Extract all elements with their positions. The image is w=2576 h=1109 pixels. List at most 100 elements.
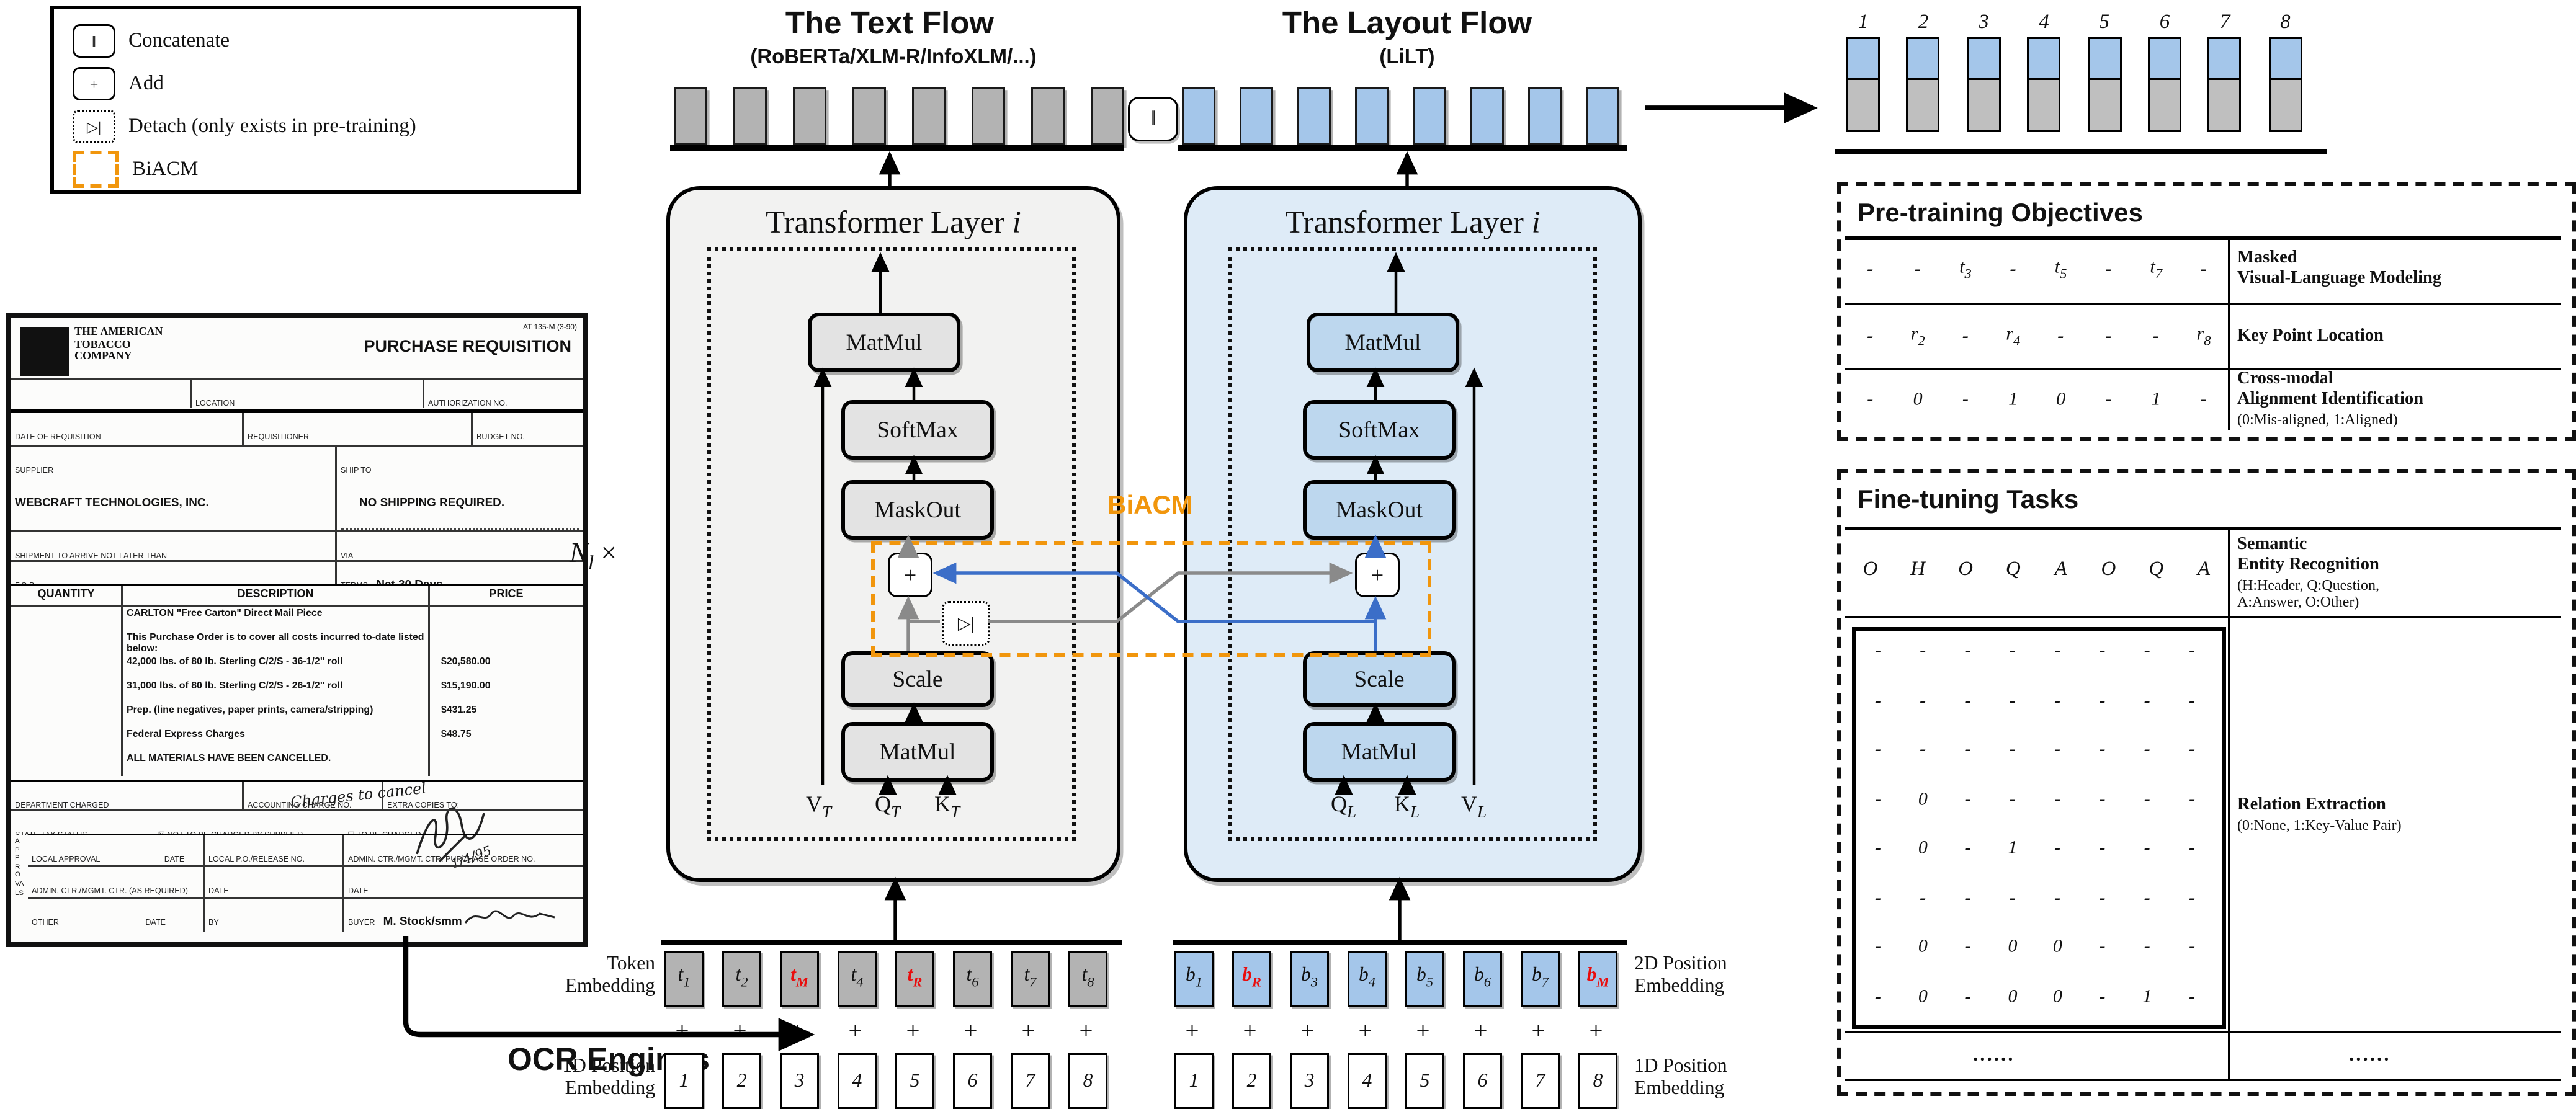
document-image: AT 135-M (3-90)THE AMERICAN TOBACCO COMP… xyxy=(6,313,588,947)
relation-matrix-cell: - xyxy=(2054,789,2061,810)
layout-hidden-state-bar xyxy=(1413,87,1446,145)
biacm-dashed-box xyxy=(871,541,1431,657)
pretraining-cell: - xyxy=(2200,390,2207,411)
document-field: STATE TAX STATUS☒ NOT TO BE CHARGED BY S… xyxy=(11,809,583,835)
relation-matrix-cell: - xyxy=(2099,641,2106,662)
document-field xyxy=(430,752,583,776)
pretraining-objectives-panel: Pre-training Objectives xyxy=(1837,182,2576,441)
text-input-label: KT xyxy=(934,791,960,822)
token-embedding-cell: t4 xyxy=(838,951,877,1007)
document-field: BY xyxy=(208,917,219,927)
2d-position-embedding-cell: bR xyxy=(1232,951,1271,1007)
document-field: SHIP TO xyxy=(341,465,372,474)
2d-position-embedding-cell: b6 xyxy=(1463,951,1502,1007)
company-logo xyxy=(20,327,69,376)
document-field: SHIPMENT TO ARRIVE NOT LATER THAN xyxy=(15,551,168,560)
pretraining-cell: - xyxy=(2057,326,2064,347)
document-field xyxy=(11,607,123,631)
output-stack-text-part xyxy=(1907,80,1941,132)
relation-matrix-cell: - xyxy=(1964,690,1971,711)
ellipsis-left: ...... xyxy=(1973,1044,2015,1066)
layout-hidden-state-bar xyxy=(1182,87,1215,145)
ser-tag-cell: H xyxy=(1910,558,1926,581)
layout-hidden-state-bar xyxy=(1470,87,1504,145)
pretraining-label-line: (0:Mis-aligned, 1:Aligned) xyxy=(2237,410,2398,427)
document-field: BUYER xyxy=(348,917,375,927)
pretraining-label-line: Alignment Identification xyxy=(2237,390,2424,409)
ser-label-line: A:Answer, O:Other) xyxy=(2237,594,2359,610)
document-field: CARLTON "Free Carton" Direct Mail Piece xyxy=(123,607,430,631)
2d-position-embedding-cell: b5 xyxy=(1405,951,1444,1007)
embedding-add-sign: + xyxy=(1243,1016,1257,1044)
layout-input-label: QL xyxy=(1331,791,1357,822)
finetuning-bottom-rule xyxy=(1845,1031,2561,1034)
relation-extraction-label: Relation Extraction(0:None, 1:Key-Value … xyxy=(2237,796,2565,834)
legend-item: +Add xyxy=(73,65,164,102)
document-field: TERMS Net 30 Days xyxy=(337,562,583,586)
document-field: SHIPMENT TO ARRIVE NOT LATER THANNO SHIP… xyxy=(11,532,337,562)
legend-item-label: Detach (only exists in pre-training) xyxy=(128,115,416,138)
relation-matrix-cell: - xyxy=(1875,986,1882,1007)
legend-item: BiACM xyxy=(73,151,198,188)
1d-position-cell: 7 xyxy=(1521,1053,1560,1109)
ser-tag-cell: A xyxy=(2054,558,2067,581)
re-label-line: Relation Extraction xyxy=(2237,796,2386,815)
text-hidden-state-bar xyxy=(674,87,707,145)
text-flow-title: The Text Flow xyxy=(785,6,995,41)
document-field: PRICE xyxy=(489,590,524,601)
output-stack-layout-part xyxy=(1907,37,1941,80)
relation-matrix-cell: 1 xyxy=(2008,839,2018,860)
relation-matrix-cell: - xyxy=(1875,937,1882,958)
relation-matrix-cell: - xyxy=(2144,690,2150,711)
embedding-add-sign: + xyxy=(1531,1016,1545,1044)
1d-position-cell: 1 xyxy=(664,1053,704,1109)
pretraining-cell: - xyxy=(2105,390,2112,411)
text-softmax-block: SoftMax xyxy=(841,400,994,460)
relation-matrix-cell: - xyxy=(1920,641,1926,662)
pretraining-cell: r8 xyxy=(2196,324,2211,349)
document-field: LOCATIONSTAMFORD, CTAUTHORIZATION NO. xyxy=(11,378,583,408)
2d-position-embedding-cell: b7 xyxy=(1521,951,1560,1007)
token-embedding-cell: t6 xyxy=(953,951,992,1007)
text-input-label: QT xyxy=(875,791,901,822)
relation-matrix-cell: - xyxy=(2189,789,2196,810)
finetuning-col-divider xyxy=(2228,527,2230,1081)
relation-matrix-cell: 0 xyxy=(2008,937,2018,958)
pretraining-cell: 0 xyxy=(2056,390,2066,411)
output-stack-layout-part xyxy=(2087,37,2121,80)
pretraining-col-divider xyxy=(2228,236,2230,430)
2d-position-embedding-cell: bM xyxy=(1578,951,1617,1007)
layout-hidden-state-bar xyxy=(1528,87,1562,145)
document-field: DEPARTMENT CHARGEDBrand Operations xyxy=(11,782,244,811)
document-field: F.O.B. xyxy=(11,562,337,586)
embedding-add-sign: + xyxy=(1416,1016,1430,1044)
relation-matrix-cell: - xyxy=(1964,789,1971,810)
document-field: OTHER DATE xyxy=(28,899,205,932)
document-field: NO SHIPPING REQUIRED. xyxy=(359,497,505,510)
document-field: SUPPLIER xyxy=(15,465,54,474)
relation-matrix-cell: - xyxy=(2099,740,2106,761)
document-field: ADMIN. CTR./MGMT. CTR. PURCHASE ORDER NO… xyxy=(344,835,583,867)
1d-position-cell: 3 xyxy=(780,1053,819,1109)
pretraining-cell: - xyxy=(1867,259,1874,280)
relation-matrix-cell: 0 xyxy=(1918,937,1928,958)
ser-tag-cell: Q xyxy=(2149,558,2164,581)
output-stack-text-part xyxy=(2208,80,2242,132)
output-stack-text-part xyxy=(2268,80,2302,132)
relation-matrix-cell: - xyxy=(2054,839,2061,860)
relation-matrix-cell: - xyxy=(2099,690,2106,711)
finetuning-bottom-rule2 xyxy=(1845,1079,2561,1082)
document-field: $15,190.00 xyxy=(441,681,491,692)
document-field: F.O.B. xyxy=(15,581,37,586)
num-layers-label: Nl × xyxy=(570,540,617,575)
document-field: DATE xyxy=(164,854,185,863)
relation-matrix-cell: 0 xyxy=(1918,986,1928,1007)
pretraining-cell: - xyxy=(2105,259,2112,280)
relation-matrix-cell: - xyxy=(1964,740,1971,761)
relation-matrix-cell: - xyxy=(2010,740,2016,761)
layout-softmax-block: SoftMax xyxy=(1303,400,1456,460)
